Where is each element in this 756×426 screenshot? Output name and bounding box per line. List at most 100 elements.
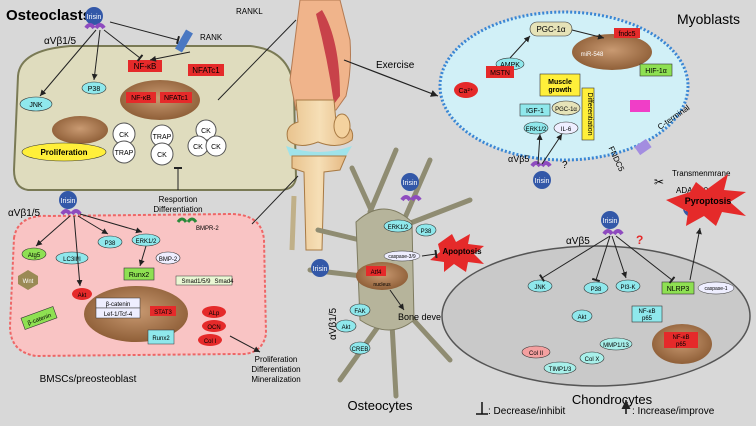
nfkb-nuclear-box [664,332,698,348]
bmp2-label: BMP-2 [159,257,178,263]
integrin-label: αVβ5 [508,154,529,164]
bcatenin-box [20,306,58,330]
irisin-icon [59,191,77,209]
integrin-icon [60,209,82,216]
mir-label: miR-548 [581,52,604,58]
fibula-icon [289,195,297,251]
knee-illustration: Exercise [217,0,439,251]
caspase1-label: caspase-1 [704,286,727,292]
lc3-node [55,251,89,265]
p38-label: P38 [421,229,432,235]
akt-label: Akt [578,315,587,321]
integrin-icon [602,229,624,236]
muscle-growth-box [539,73,581,97]
erk-label: ERK1/2 [388,225,409,231]
pyroptosis-burst [666,174,746,226]
osteocyte-panel: Osteocytes Irisin Irisin αVβ1/5 ERK1/2 P… [307,147,484,413]
trap-node-1 [112,140,136,164]
atf4-label: Atf4 [371,270,382,276]
integrin-icon [530,161,552,168]
mstn-box [486,66,514,78]
ocn-node [202,320,226,332]
differentiation-label: Differentiation [586,92,593,135]
akt-node [72,288,92,300]
c-terminal-icon [630,100,650,112]
ck-label-5: CK [211,144,221,151]
runx2-nuclear-box [147,329,175,345]
lc3-label: LC3II/I [63,257,81,263]
nfkb-nuclear-label: NF-κB [131,95,151,102]
legend: : Decrease/inhibit : Increase/improve [476,400,715,417]
inhibit-symbol-icon [476,402,488,415]
legend-decrease: : Decrease/inhibit [488,406,565,417]
irisin-icon [533,171,551,189]
connector-bmsc [251,175,299,225]
apoptosis-label: Apoptosis [442,247,482,256]
p38-label: P38 [591,287,602,293]
question-mark: ? [636,233,643,247]
p38-label: P38 [88,86,101,93]
hif-label: HIF-1α [645,68,667,75]
legend-increase: : Increase/improve [632,406,715,417]
fak-label: FAK [354,309,365,315]
creb-node [349,341,371,355]
timp-label: TIMP1/3 [549,367,572,373]
exercise-arrow [343,59,439,97]
fak-node [349,303,371,317]
irisin-label: Irisin [313,266,328,273]
ck-node-2 [150,142,174,166]
chondrocytes-title: Chondrocytes [572,392,653,407]
connector-osteoclast [217,19,297,101]
differentiation-box [581,87,595,141]
integrin-label: αVβ1/5 [44,36,77,47]
colx-label: Col X [585,357,600,363]
tibia-icon [291,155,347,251]
col-label: Col I [204,339,217,345]
wnt-icon [18,270,38,290]
igf-label: IGF-1 [526,108,544,115]
nfkb-nuclear-box [126,92,156,103]
irisin-label: Irisin [87,14,102,21]
mmp-node [599,337,633,351]
myoblasts-title: Myoblasts [677,11,740,27]
caspase-label: caspase-3/9 [388,254,415,260]
irisin-icon [401,173,419,191]
patella-icon [333,113,351,139]
nfatc1-nuclear-box [160,92,192,103]
bmsc-panel: BMSCs/preosteoblast Irisin αVβ1/5 Atg5 L… [8,191,301,385]
p38-node [81,81,107,95]
nfatc1-label: NFATc1 [192,66,220,75]
ampk-label: AMPK [500,62,520,69]
ck-node-5 [205,135,227,157]
irisin-label: Irisin [535,178,550,185]
jnk-node [19,96,53,112]
rankl-label: RANKL [236,7,263,16]
irisin-icon [311,259,329,277]
pi3k-label: PI3-K [620,285,635,291]
integrin-icon [400,195,422,202]
fndc5-box [614,28,640,38]
proliferation-box [21,142,107,162]
p38-node [97,235,123,249]
pgc-small-node [551,100,581,116]
caspase-node [383,250,421,262]
nucleus-small [52,116,108,144]
pgc-node [529,21,573,37]
runx2-box [123,267,155,281]
hif-box [639,63,673,77]
erk-label: ERK1/2 [136,239,157,245]
il6-label: IL-6 [561,127,572,133]
nfkb-box [128,60,162,72]
integrin-label: αVβ1/5 [328,307,339,340]
nlrp3-box [661,281,695,295]
irisin-icon [601,211,619,229]
akt-node [571,309,593,323]
pyroptosis-label: Pyroptosis [685,196,732,206]
